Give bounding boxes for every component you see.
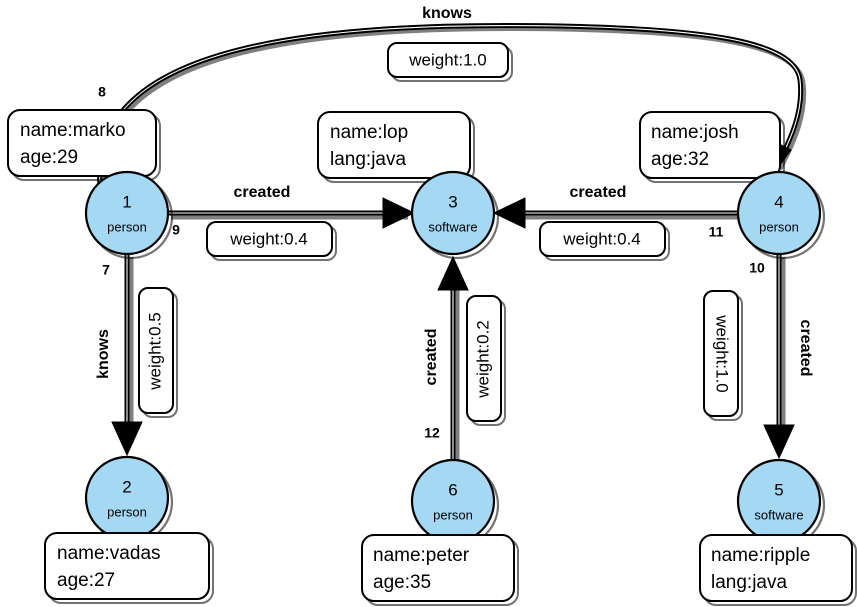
edge-knows-7-arrowhead [111,421,143,457]
property-box-marko: name:marko age:29 [7,109,161,181]
weight-box-edge-9-rect [206,221,333,257]
node-3-id: 3 [448,192,457,211]
edge-label-created-12: created [423,329,440,386]
node-3-lop[interactable]: 3 software [410,170,500,260]
edge-created-12[interactable] [437,255,469,464]
node-6-circle [410,458,496,544]
property-josh-line-2: age:32 [651,149,709,170]
node-2-id: 2 [122,477,131,496]
edge-knows-7[interactable] [111,254,143,457]
node-1-marko[interactable]: 1 person [84,170,174,260]
edge-id-12: 12 [424,425,440,441]
node-4-id: 4 [774,192,783,211]
edge-id-9: 9 [172,222,180,238]
node-1-label: person [107,219,147,234]
weight-box-edge-10: weight:1.0 [703,290,743,421]
edge-label-created-10: created [797,320,814,377]
weight-box-edge-11-rect [539,221,666,257]
weight-box-edge-7-rect [138,287,174,414]
property-box-ripple-rect [699,534,853,602]
property-box-vadas: name:vadas age:27 [44,532,214,604]
property-box-peter-rect [361,534,515,602]
weight-box-edge-8-rect [387,42,509,78]
node-2-label: person [107,504,147,519]
weight-box-edge-11: weight:0.4 [539,221,670,261]
weight-label-edge-10: weight:1.0 [713,314,732,393]
edge-created-10-arrowhead [763,424,795,460]
edge-created-11[interactable] [492,197,741,229]
weight-box-edge-12: weight:0.2 [466,295,506,426]
edge-knows-8-inner [99,24,802,186]
edge-knows-8-shadow [100,26,807,189]
edge-label-knows-7: knows [95,329,112,379]
property-lop-line-2: lang:java [330,149,406,170]
edge-id-11: 11 [709,224,724,240]
property-box-ripple: name:ripple lang:java [699,534,857,606]
node-1-id: 1 [122,192,131,211]
edge-created-9[interactable] [168,197,416,229]
weight-box-edge-9: weight:0.4 [206,221,337,261]
weight-label-edge-12: weight:0.2 [473,320,492,399]
weight-label-edge-9: weight:0.4 [229,229,308,248]
node-5-label: software [754,507,803,522]
weight-label-edge-7: weight:0.5 [145,312,164,391]
edge-label-created-9: created [234,184,291,201]
property-josh-line-1: name:josh [651,122,739,143]
property-marko-line-2: age:29 [20,147,78,168]
node-1-circle [84,170,170,256]
weight-label-edge-11: weight:0.4 [562,229,641,248]
node-6-id: 6 [448,480,457,499]
node-2-circle [84,455,170,541]
node-2-vadas[interactable]: 2 person [84,455,174,545]
node-4-josh[interactable]: 4 person [736,170,826,260]
weight-box-edge-8: weight:1.0 [387,42,513,82]
weight-label-edge-8: weight:1.0 [408,50,487,69]
property-box-josh-rect [639,111,781,179]
node-6-label: person [433,507,473,522]
property-vadas-line-1: name:vadas [57,543,161,564]
edge-created-10[interactable] [763,254,795,460]
node-5-circle [736,458,822,544]
edge-id-8: 8 [98,84,106,100]
property-marko-line-1: name:marko [20,120,126,141]
weight-box-edge-12-rect [466,295,502,422]
node-3-circle [410,170,496,256]
property-vadas-line-2: age:27 [57,570,115,591]
property-box-lop-rect [317,111,471,179]
property-peter-line-1: name:peter [373,545,470,566]
edge-label-knows-8: knows [422,5,472,22]
edge-label-created-11: created [570,184,627,201]
node-3-label: software [428,219,477,234]
property-ripple-line-2: lang:java [711,572,787,593]
edge-created-11-arrowhead [492,197,526,229]
property-box-vadas-rect [44,532,210,600]
node-6-peter[interactable]: 6 person [410,458,500,548]
property-box-josh: name:josh age:32 [639,111,785,183]
property-box-peter: name:peter age:35 [361,534,519,606]
weight-box-edge-7: weight:0.5 [138,287,178,418]
property-ripple-line-1: name:ripple [711,545,810,566]
edge-created-9-arrowhead [382,197,416,229]
property-lop-line-1: name:lop [330,122,408,143]
edge-id-10: 10 [749,260,765,276]
property-peter-line-2: age:35 [373,572,431,593]
node-5-ripple[interactable]: 5 software [736,458,826,548]
node-4-label: person [759,219,799,234]
property-box-lop: name:lop lang:java [317,111,475,183]
edge-created-12-arrowhead [437,255,469,291]
property-box-marko-rect [7,109,157,177]
node-4-circle [736,170,822,256]
weight-box-edge-10-rect [703,290,739,417]
node-5-id: 5 [774,480,783,499]
edge-id-7: 7 [102,262,110,278]
